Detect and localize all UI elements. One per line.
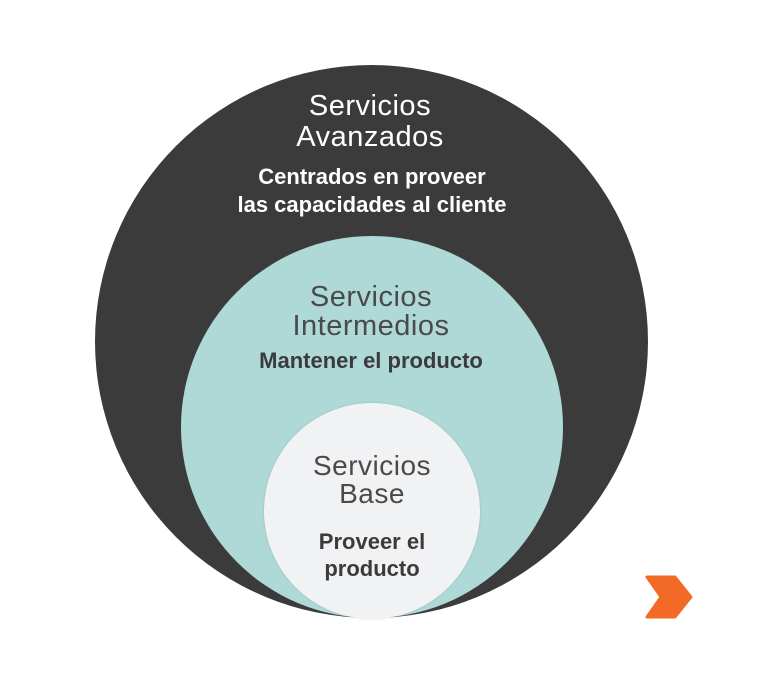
advanced-services-description: Centrados en proveer las capacidades al … <box>172 163 572 219</box>
advanced-services-description-line-1: Centrados en proveer <box>258 164 486 189</box>
chevron-right-icon[interactable] <box>643 575 693 619</box>
advanced-services-title-line-1: Servicios <box>308 90 432 122</box>
advanced-services-title: Servicios Avanzados <box>220 92 520 152</box>
base-services-description: Proveer el producto <box>272 528 472 582</box>
advanced-services-title-line-2: Avanzados <box>296 121 444 153</box>
base-services-title-line-1: Servicios <box>312 450 432 481</box>
intermediate-services-title-line-2: Intermedios <box>292 310 450 342</box>
base-services-description-line-1: Proveer el <box>318 529 426 554</box>
intermediate-services-description: Mantener el producto <box>200 350 542 372</box>
intermediate-services-title: Servicios Intermedios <box>220 283 522 341</box>
ring-base-services <box>264 403 480 619</box>
base-services-title: Servicios Base <box>272 452 472 508</box>
base-services-description-line-2: producto <box>324 556 420 581</box>
base-services-title-line-2: Base <box>339 478 405 509</box>
intermediate-services-title-line-1: Servicios <box>309 281 433 313</box>
advanced-services-description-line-2: las capacidades al cliente <box>237 192 507 217</box>
intermediate-services-description-line-1: Mantener el producto <box>259 348 483 373</box>
